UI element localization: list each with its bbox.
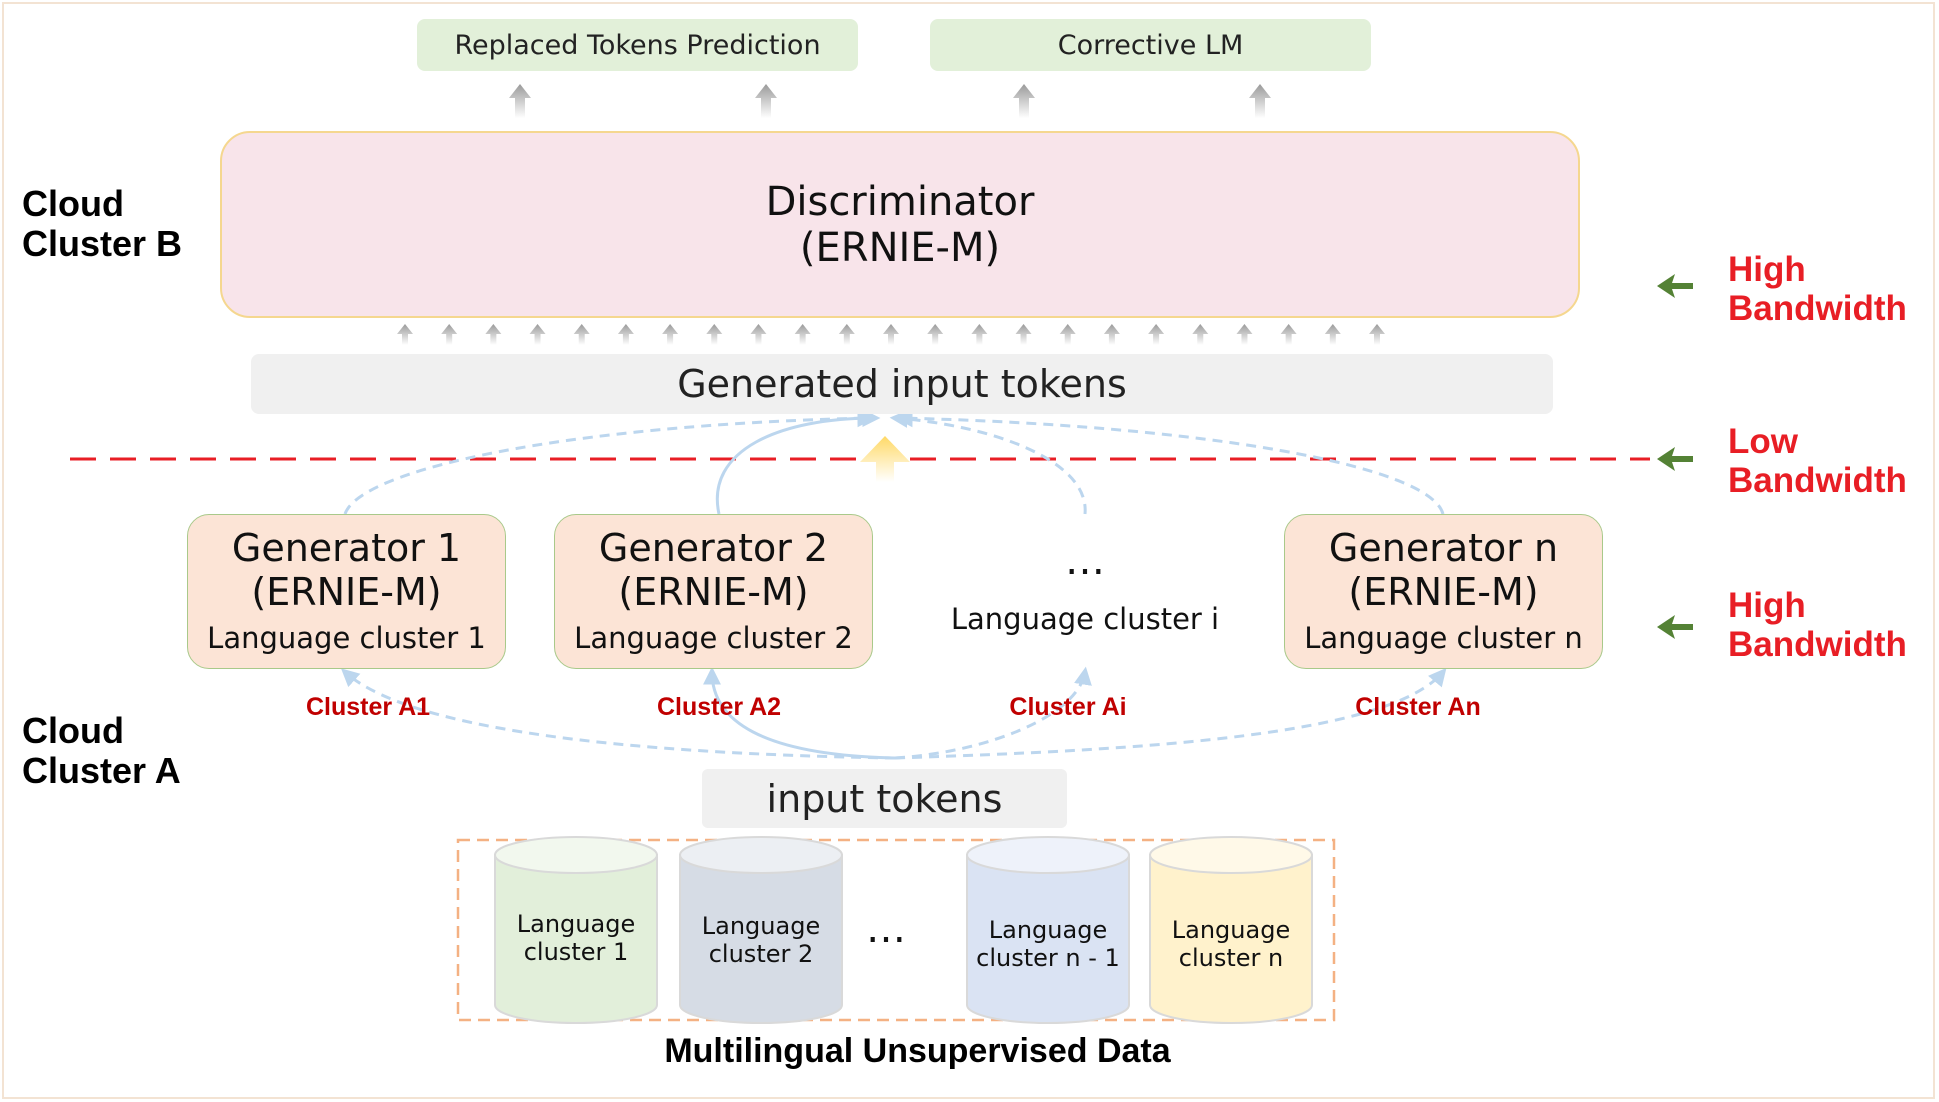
data-store-cylinders [494, 836, 1313, 1024]
small-up-arrow [1369, 324, 1385, 345]
small-up-arrow [662, 324, 679, 345]
input-to-generator-flows [340, 666, 1447, 760]
small-up-arrow [838, 324, 855, 345]
data-container [456, 838, 1336, 1022]
cluster-label-ai: Cluster Ai [1009, 693, 1127, 721]
small-up-arrow [1103, 324, 1120, 345]
data-store-line1: Language [988, 916, 1108, 944]
data-store-line2: cluster n [1178, 944, 1284, 972]
replaced-tokens-label: Replaced Tokens Prediction [454, 29, 821, 61]
data-store-cylinder [679, 836, 843, 1024]
data-store-label-3: Language cluster n - 1 [968, 916, 1128, 972]
corrective-lm-head: Corrective LM [930, 19, 1371, 71]
generator-model: (ERNIE-M) [251, 569, 442, 614]
small-up-arrow [1192, 324, 1209, 345]
bandwidth-line: Bandwidth [1728, 289, 1907, 328]
bandwidth-line: High [1728, 250, 1806, 289]
cloud-cluster-b-label: Cloud Cluster B [22, 184, 182, 264]
discriminator-model: (ERNIE-M) [799, 224, 1001, 271]
cluster-label-a1: Cluster A1 [305, 693, 431, 721]
bandwidth-label-bottom: High Bandwidth [1728, 586, 1907, 664]
small-up-arrow [883, 324, 899, 345]
small-up-arrow [1148, 324, 1165, 345]
bandwidth-label-top: High Bandwidth [1728, 250, 1907, 328]
generator-i: … Language cluster i [930, 530, 1240, 650]
corrective-lm-label: Corrective LM [1057, 29, 1244, 61]
bandwidth-arrows [1657, 274, 1693, 639]
small-up-arrow [529, 324, 546, 345]
data-store-line2: cluster 2 [708, 940, 814, 968]
generator-cluster: Language cluster 1 [207, 620, 486, 655]
bandwidth-line: Bandwidth [1728, 625, 1907, 664]
input-tokens: input tokens [702, 769, 1067, 828]
small-up-arrow [706, 324, 723, 345]
bandwidth-line: High [1728, 586, 1806, 625]
generated-input-tokens: Generated input tokens [251, 354, 1553, 414]
generator-cluster: Language cluster i [950, 602, 1220, 636]
bandwidth-line: Bandwidth [1728, 461, 1907, 500]
discriminator-title: Discriminator [765, 178, 1035, 225]
generator-cluster: Language cluster n [1304, 620, 1583, 655]
data-store-line2: cluster 1 [523, 938, 629, 966]
small-up-arrow [441, 324, 458, 345]
side-label-line: Cloud [22, 183, 124, 224]
small-up-arrow [573, 324, 590, 345]
token-to-discriminator-arrows [397, 324, 1385, 345]
data-store-label-4: Language cluster n [1151, 916, 1311, 972]
data-store-label-2: Language cluster 2 [681, 912, 841, 968]
small-up-arrow [485, 324, 502, 345]
small-up-arrow [794, 324, 811, 345]
small-up-arrow [1280, 324, 1297, 345]
generator-1: Generator 1 (ERNIE-M) Language cluster 1 [187, 514, 506, 669]
generator-model: (ERNIE-M) [618, 569, 809, 614]
generator-title: Generator n [1328, 525, 1559, 570]
data-store-label-1: Language cluster 1 [496, 910, 656, 966]
small-up-arrow [1015, 324, 1032, 345]
cluster-label-a2: Cluster A2 [656, 693, 782, 721]
generator-model: (ERNIE-M) [1348, 569, 1539, 614]
generator-to-token-flows [343, 409, 1445, 515]
data-store-cylinder [1149, 836, 1313, 1024]
bandwidth-label-middle: Low Bandwidth [1728, 422, 1907, 500]
generator-cluster: Language cluster 2 [574, 620, 853, 655]
small-up-arrow [927, 324, 944, 345]
output-arrows [509, 84, 1271, 118]
data-title: Multilingual Unsupervised Data [664, 1032, 1171, 1070]
generator-n: Generator n (ERNIE-M) Language cluster n [1284, 514, 1603, 669]
data-store-line1: Language [1171, 916, 1291, 944]
data-store-line2: cluster n - 1 [976, 944, 1120, 972]
data-store-ellipsis: … [866, 906, 906, 952]
discriminator-box: Discriminator (ERNIE-M) [220, 131, 1580, 318]
data-store-line1: Language [516, 910, 636, 938]
small-up-arrow [971, 324, 988, 345]
cluster-label-an: Cluster An [1355, 693, 1481, 721]
data-store-cylinder [494, 836, 658, 1024]
small-up-arrow [1059, 324, 1076, 345]
generator-ellipsis: … [1065, 538, 1105, 584]
small-up-arrow [1236, 324, 1253, 345]
side-label-line: Cluster A [22, 750, 181, 791]
generator-title: Generator 1 [231, 525, 462, 570]
small-up-arrow [397, 324, 413, 345]
bandwidth-line: Low [1728, 422, 1798, 461]
small-up-arrow [617, 324, 634, 345]
side-label-line: Cloud [22, 710, 124, 751]
small-up-arrow [1324, 324, 1341, 345]
side-label-line: Cluster B [22, 223, 183, 264]
cloud-cluster-a-label: Cloud Cluster A [22, 711, 181, 791]
yellow-up-arrow [860, 436, 910, 482]
generator-2: Generator 2 (ERNIE-M) Language cluster 2 [554, 514, 873, 669]
generated-input-tokens-label: Generated input tokens [677, 362, 1127, 406]
input-tokens-label: input tokens [766, 776, 1003, 821]
small-up-arrow [750, 324, 767, 345]
replaced-tokens-prediction-head: Replaced Tokens Prediction [417, 19, 858, 71]
data-store-cylinder [966, 836, 1130, 1024]
data-store-line1: Language [701, 912, 821, 940]
generator-title: Generator 2 [598, 525, 829, 570]
